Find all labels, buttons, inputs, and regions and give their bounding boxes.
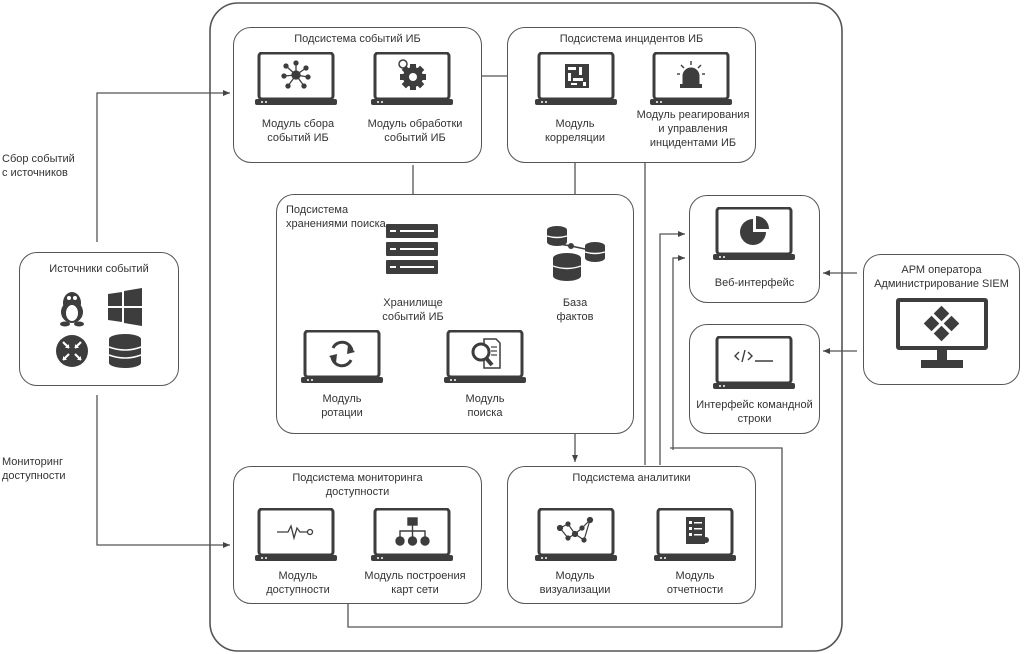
event-sources-title: Источники событий — [49, 263, 149, 275]
events-subsystem-box — [233, 27, 482, 163]
correlation-module-line1: Модуль — [555, 118, 595, 130]
process-module-line2: событий ИБ — [384, 132, 446, 144]
analytics-subsystem-title: Подсистема аналитики — [572, 472, 691, 484]
gear-icon — [398, 59, 426, 90]
availability-module-line1: Модуль — [278, 570, 318, 582]
alarm-icon — [677, 61, 705, 88]
hierarchy-icon — [395, 517, 430, 546]
monitor-label-line2: доступности — [2, 470, 66, 482]
graph-icon — [556, 516, 594, 543]
collect-module-laptop — [255, 52, 337, 105]
windows-icon — [108, 288, 142, 326]
collect-label-line1: Сбор событий — [2, 153, 75, 165]
rotation-module-line2: ротации — [321, 407, 363, 419]
linux-icon — [60, 292, 84, 327]
storage-line2: событий ИБ — [382, 311, 444, 323]
search-subsystem-box — [276, 194, 634, 434]
search-module-laptop — [444, 330, 526, 383]
response-module-line1: Модуль реагирования — [636, 109, 750, 121]
operator-monitor — [896, 298, 988, 368]
incidents-subsystem-box — [507, 27, 756, 163]
collect-label-line2: с источников — [2, 167, 68, 179]
analytics-subsystem-box — [507, 466, 756, 604]
cli-interface-line1: Интерфейс командной — [696, 399, 813, 411]
code-icon — [734, 349, 773, 363]
collect-module-line1: Модуль сбора — [261, 118, 335, 130]
line-bottom-return — [347, 447, 783, 628]
web-interface-label: Веб-интерфейс — [714, 277, 795, 289]
network-map-module-line1: Модуль построения — [364, 570, 466, 582]
web-interface-laptop — [713, 207, 795, 260]
rotate-icon — [330, 340, 354, 368]
operator-title-line2: Администрирование SIEM — [874, 278, 1009, 290]
network-icon — [281, 60, 311, 89]
pie-chart-icon — [740, 216, 769, 245]
arrow-sources-to-monitoring — [96, 395, 230, 548]
facts-db-icon — [546, 226, 606, 281]
main-container — [209, 2, 843, 652]
response-module-laptop — [650, 52, 732, 105]
network-map-module-line2: карт сети — [391, 584, 439, 596]
pulse-icon — [277, 524, 314, 541]
maze-icon — [565, 64, 589, 88]
cli-interface-laptop — [713, 336, 795, 389]
event-sources-box — [19, 252, 179, 386]
server-icon — [386, 224, 438, 274]
collect-module-line2: событий ИБ — [267, 132, 329, 144]
search-module-line2: поиска — [467, 407, 503, 419]
events-subsystem-title: Подсистема событий ИБ — [294, 33, 421, 45]
operator-title-line1: АРМ оператора — [901, 264, 982, 276]
arrow-to-web-lower — [672, 255, 685, 450]
monitor-label-line1: Мониторинг — [2, 456, 64, 468]
sources-icons — [56, 288, 142, 368]
response-module-line3: инцидентами ИБ — [649, 137, 737, 149]
correlation-module-laptop — [535, 52, 617, 105]
visualization-module-line2: визуализации — [539, 584, 611, 596]
router-icon — [56, 335, 88, 367]
diamond-grid-icon — [923, 305, 960, 342]
incidents-subsystem-title: Подсистема инцидентов ИБ — [559, 33, 704, 45]
availability-module-laptop — [255, 508, 337, 561]
storage-line1: Хранилище — [383, 297, 443, 309]
checklist-icon — [686, 517, 709, 544]
rotation-module-laptop — [301, 330, 383, 383]
reporting-module-laptop — [654, 508, 736, 561]
process-module-line1: Модуль обработки — [367, 118, 463, 130]
web-interface-box — [689, 195, 820, 303]
reporting-module-line1: Модуль — [675, 570, 715, 582]
arrow-analytics-to-web — [659, 231, 685, 465]
arrow-sources-to-events — [96, 90, 230, 242]
facts-db-line1: База — [562, 297, 588, 309]
visualization-module-line1: Модуль — [555, 570, 595, 582]
monitoring-subsystem-box — [233, 466, 482, 604]
visualization-module-laptop — [535, 508, 617, 561]
correlation-module-line2: корреляции — [544, 132, 605, 144]
reporting-module-line2: отчетности — [666, 584, 724, 596]
cli-interface-line2: строки — [737, 413, 772, 425]
search-module-line1: Модуль — [465, 393, 505, 405]
monitoring-title-line2: доступности — [325, 486, 390, 498]
availability-module-line2: доступности — [266, 584, 330, 596]
search-subsystem-title-line2: хранениями поиска — [286, 218, 386, 230]
facts-db-line2: фактов — [556, 311, 594, 323]
response-module-line2: и управления — [658, 123, 728, 135]
search-doc-icon — [471, 338, 501, 369]
database-icon — [108, 334, 142, 368]
network-map-module-laptop — [371, 508, 453, 561]
search-subsystem-title-line1: Подсистема — [286, 204, 349, 216]
cli-interface-box — [689, 324, 820, 434]
process-module-laptop — [371, 52, 453, 105]
rotation-module-line1: Модуль — [322, 393, 362, 405]
monitoring-title-line1: Подсистема мониторинга — [292, 472, 423, 484]
